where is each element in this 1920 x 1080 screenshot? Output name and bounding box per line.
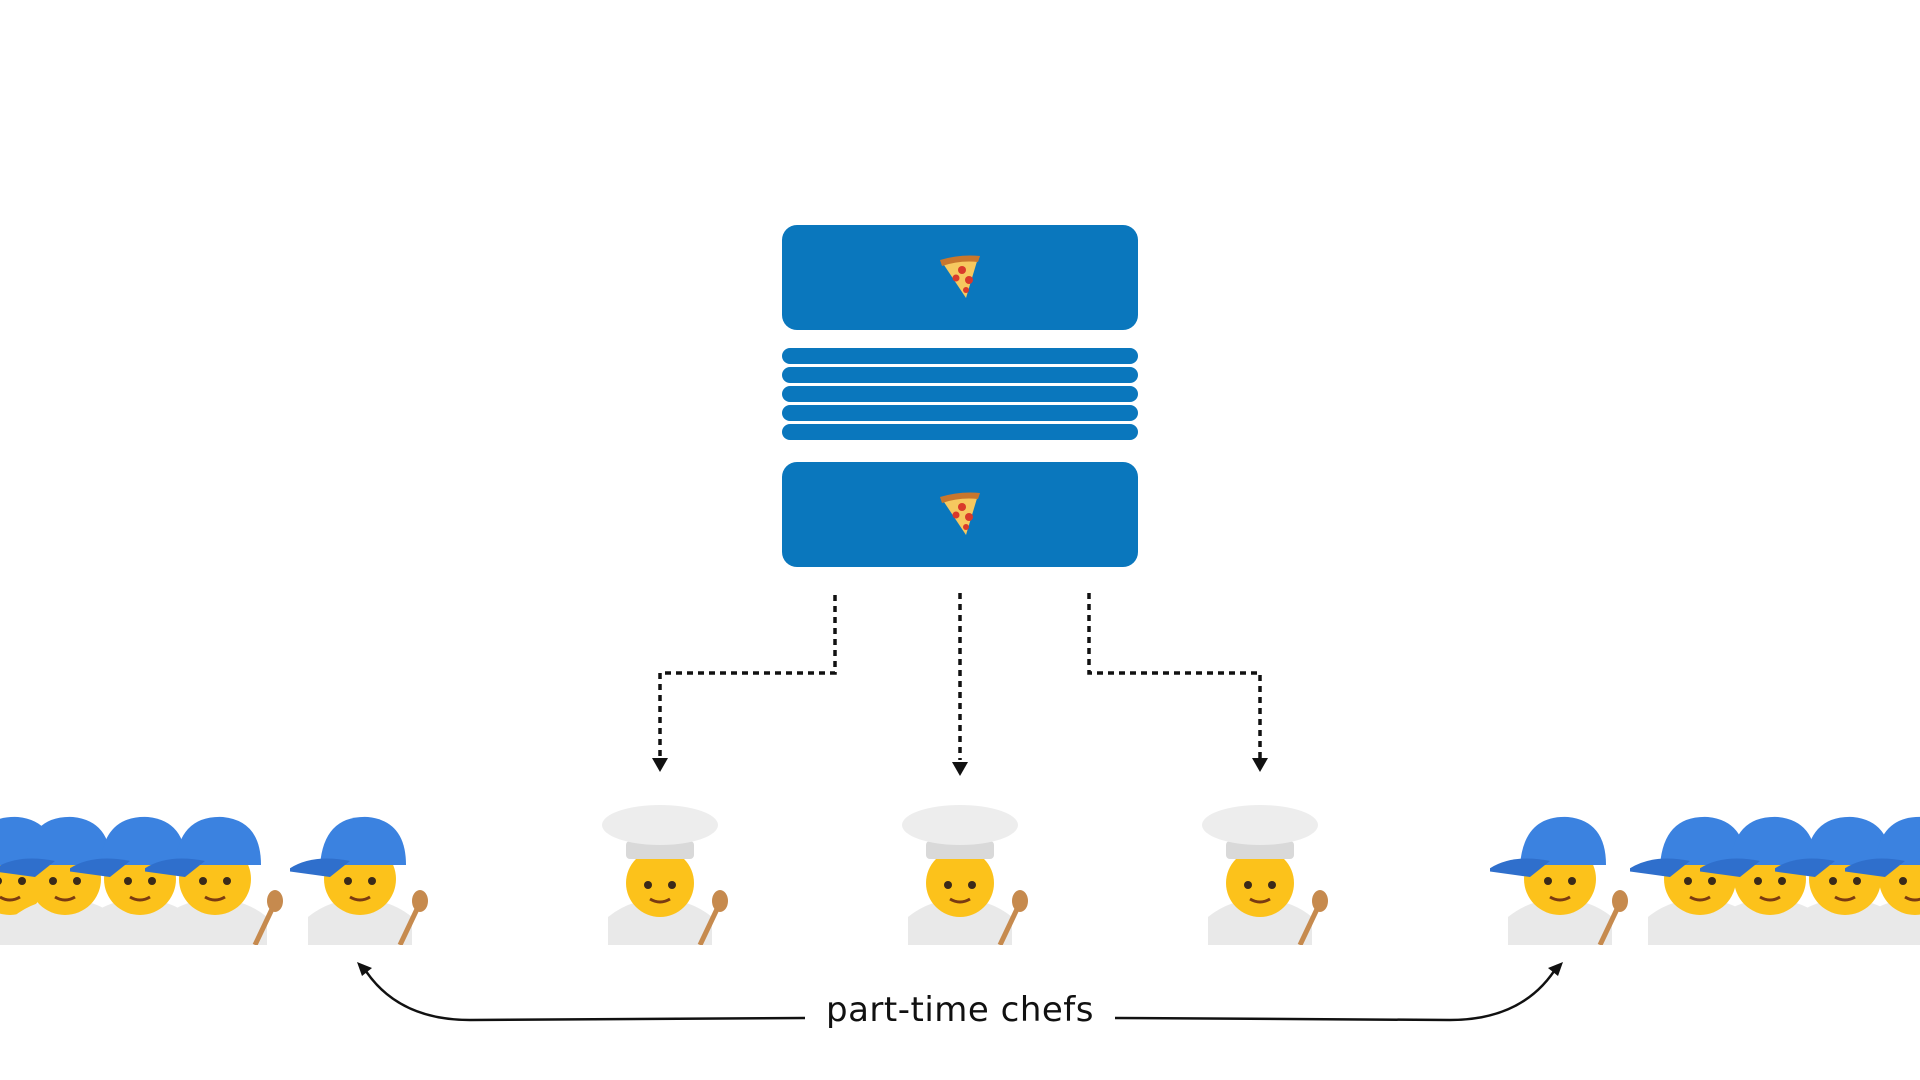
queue-bar xyxy=(782,424,1138,440)
cook-with-blue-cap-icon xyxy=(1845,817,1920,945)
queue-bar xyxy=(782,386,1138,402)
queue-bar xyxy=(782,405,1138,421)
cook-with-blue-cap-icon xyxy=(290,816,428,945)
pizza-slice-icon xyxy=(940,492,980,535)
part-time-chefs-label: part-time chefs xyxy=(826,990,1094,1030)
cook-with-chef-hat-icon xyxy=(1202,805,1328,945)
curved-arrow-left xyxy=(360,964,806,1022)
pizza-slice-icon xyxy=(940,255,980,298)
cook-with-chef-hat-icon xyxy=(902,805,1028,945)
top-pizza-order-box xyxy=(782,225,1138,330)
cook-with-blue-cap-icon xyxy=(145,816,283,945)
cook-with-blue-cap-icon xyxy=(1490,816,1628,945)
cook-with-chef-hat-icon xyxy=(602,805,728,945)
curved-arrow-right xyxy=(1114,964,1560,1022)
cook-with-blue-cap-icon xyxy=(70,816,192,945)
queue-bar xyxy=(782,367,1138,383)
dashed-arrow-left xyxy=(658,595,837,758)
dashed-arrow-right xyxy=(1087,593,1262,758)
bottom-pizza-order-box xyxy=(782,462,1138,567)
queue-bar xyxy=(782,348,1138,364)
